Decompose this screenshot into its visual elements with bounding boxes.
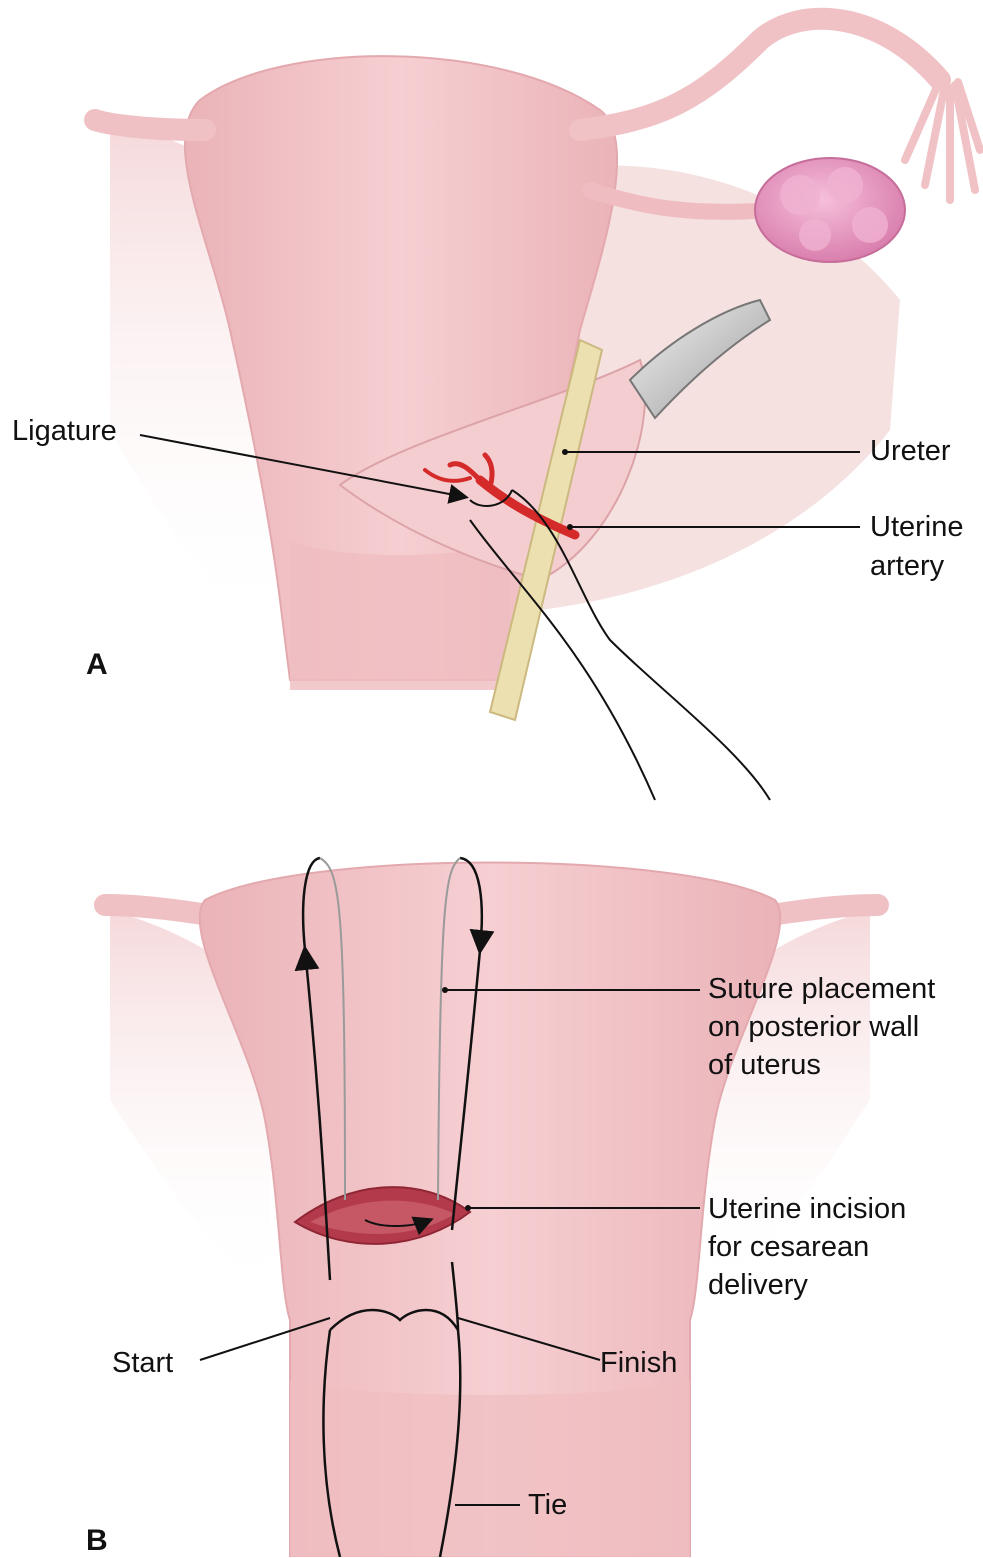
incision-label-line2: for cesarean (708, 1230, 869, 1265)
uterine-artery-label-line2: artery (870, 549, 944, 584)
suture-leader-dot (442, 987, 448, 993)
incision-label-line3: delivery (708, 1268, 808, 1303)
incision-leader-dot (465, 1205, 471, 1211)
panel-a (95, 19, 980, 800)
incision-label-line1: Uterine incision (708, 1192, 906, 1227)
suture-label-line2: on posterior wall (708, 1010, 919, 1045)
suture-label-line3: of uterus (708, 1048, 821, 1083)
uterine-artery-label-line1: Uterine (870, 510, 964, 545)
ureter-label: Ureter (870, 434, 951, 469)
right-tube (580, 19, 940, 130)
ureter-leader-dot (562, 449, 568, 455)
suture-label-line1: Suture placement (708, 972, 935, 1007)
ligature-label: Ligature (12, 414, 117, 449)
start-label: Start (112, 1346, 173, 1381)
finish-label: Finish (600, 1346, 677, 1381)
artery-leader-dot (567, 524, 573, 530)
left-tube (95, 120, 205, 130)
cervix-a (290, 540, 510, 690)
ovary (755, 158, 905, 262)
panel-b-letter: B (86, 1524, 108, 1558)
panel-a-letter: A (86, 648, 108, 682)
fimbriae (905, 80, 980, 200)
cervix-b (290, 1380, 690, 1557)
tie-label: Tie (528, 1488, 567, 1523)
